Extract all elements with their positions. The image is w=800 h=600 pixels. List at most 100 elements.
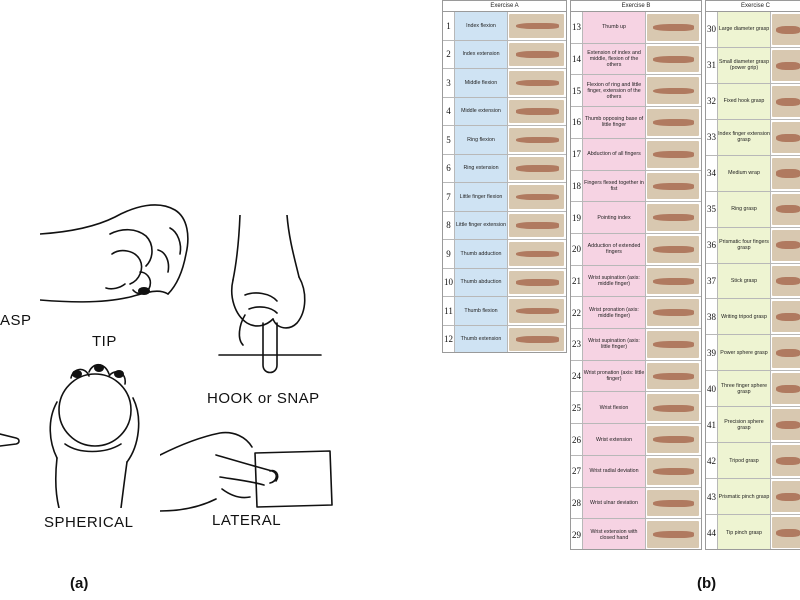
- exercise-number: 34: [706, 155, 718, 191]
- exercise-number: 27: [571, 455, 583, 487]
- exercise-hand-photo: [647, 140, 699, 168]
- exercise-number: 28: [571, 487, 583, 519]
- exercise-hand-photo: [647, 299, 699, 327]
- exercise-hand-photo: [509, 42, 564, 66]
- exercise-number: 5: [443, 126, 455, 154]
- exercise-label: Little finger flexion: [455, 183, 508, 211]
- exercise-number: 30: [706, 12, 718, 47]
- exercise-hand-photo: [772, 193, 800, 225]
- spherical-grasp-drawing: [49, 363, 140, 508]
- exercise-label: Stick grasp: [718, 263, 771, 299]
- exercise-hand-photo: [772, 49, 800, 81]
- panel-label-b: (b): [697, 575, 717, 592]
- exercise-label: Flexion of ring and little finger, exten…: [583, 75, 646, 107]
- exercise-label: Fixed hook grasp: [718, 83, 771, 119]
- exercise-label: Precision sphere grasp: [718, 407, 771, 443]
- grasp-label-lateral: LATERAL: [212, 512, 282, 529]
- exercise-number: 39: [706, 335, 718, 371]
- exercise-number: 31: [706, 47, 718, 83]
- exercise-number: 21: [571, 265, 583, 297]
- exercise-hand-photo: [509, 242, 564, 266]
- exercise-hand-photo: [647, 362, 699, 390]
- exercise-label: Adduction of extended fingers: [583, 233, 646, 265]
- exercise-number: 33: [706, 119, 718, 155]
- exercise-number: 17: [571, 138, 583, 170]
- exercise-label: Ring grasp: [718, 191, 771, 227]
- exercise-number: 10: [443, 268, 455, 296]
- exercise-number: 24: [571, 360, 583, 392]
- exercise-hand-photo: [509, 213, 564, 237]
- grasp-label-hook-or-snap: HOOK or SNAP: [207, 390, 320, 407]
- exercise-number: 41: [706, 407, 718, 443]
- exercise-number: 7: [443, 183, 455, 211]
- exercise-label: Thumb abduction: [455, 268, 508, 296]
- exercise-hand-photo: [772, 481, 800, 513]
- exercise-label: Tripod grasp: [718, 443, 771, 479]
- exercise-label: Wrist radial deviation: [583, 455, 646, 487]
- exercise-number: 13: [571, 12, 583, 43]
- exercise-hand-photo: [509, 185, 564, 209]
- exercise-hand-photo: [509, 128, 564, 152]
- exercise-label: Wrist pronation (axis: middle finger): [583, 297, 646, 329]
- exercise-label: Small diameter grasp (power grip): [718, 47, 771, 83]
- exercise-hand-photo: [647, 109, 699, 136]
- exercise-label: Large diameter grasp: [718, 12, 771, 47]
- exercise-number: 32: [706, 83, 718, 119]
- exercise-number: 19: [571, 202, 583, 233]
- exercise-number: 36: [706, 227, 718, 263]
- grasp-label-spherical: SPHERICAL: [44, 514, 134, 531]
- exercise-number: 22: [571, 297, 583, 329]
- grasp-label-tip: TIP: [92, 333, 117, 350]
- exercise-label: Index flexion: [455, 12, 508, 40]
- lateral-grasp-drawing: [160, 431, 333, 512]
- exercise-hand-photo: [509, 327, 564, 351]
- exercise-hand-photo: [772, 229, 800, 261]
- exercise-hand-photo: [509, 14, 564, 38]
- exercise-hand-photo: [772, 85, 800, 117]
- exercise-number: 20: [571, 233, 583, 265]
- exercise-label: Extension of index and middle, flexion o…: [583, 43, 646, 75]
- exercise-hand-photo: [647, 489, 699, 517]
- exercise-number: 9: [443, 240, 455, 268]
- exercise-number: 43: [706, 479, 718, 515]
- exercise-label: Fingers flexed together in fist: [583, 170, 646, 202]
- exercise-label: Thumb extension: [455, 325, 508, 352]
- exercise-number: 44: [706, 515, 718, 549]
- exercise-hand-photo: [772, 337, 800, 369]
- exercise-number: 1: [443, 12, 455, 40]
- exercise-hand-photo: [772, 517, 800, 548]
- exercise-hand-photo: [772, 121, 800, 153]
- exercise-hand-photo: [509, 270, 564, 294]
- exercise-label: Middle extension: [455, 97, 508, 125]
- exercise-number: 38: [706, 299, 718, 335]
- exercise-number: 12: [443, 325, 455, 352]
- exercise-hand-photo: [647, 172, 699, 200]
